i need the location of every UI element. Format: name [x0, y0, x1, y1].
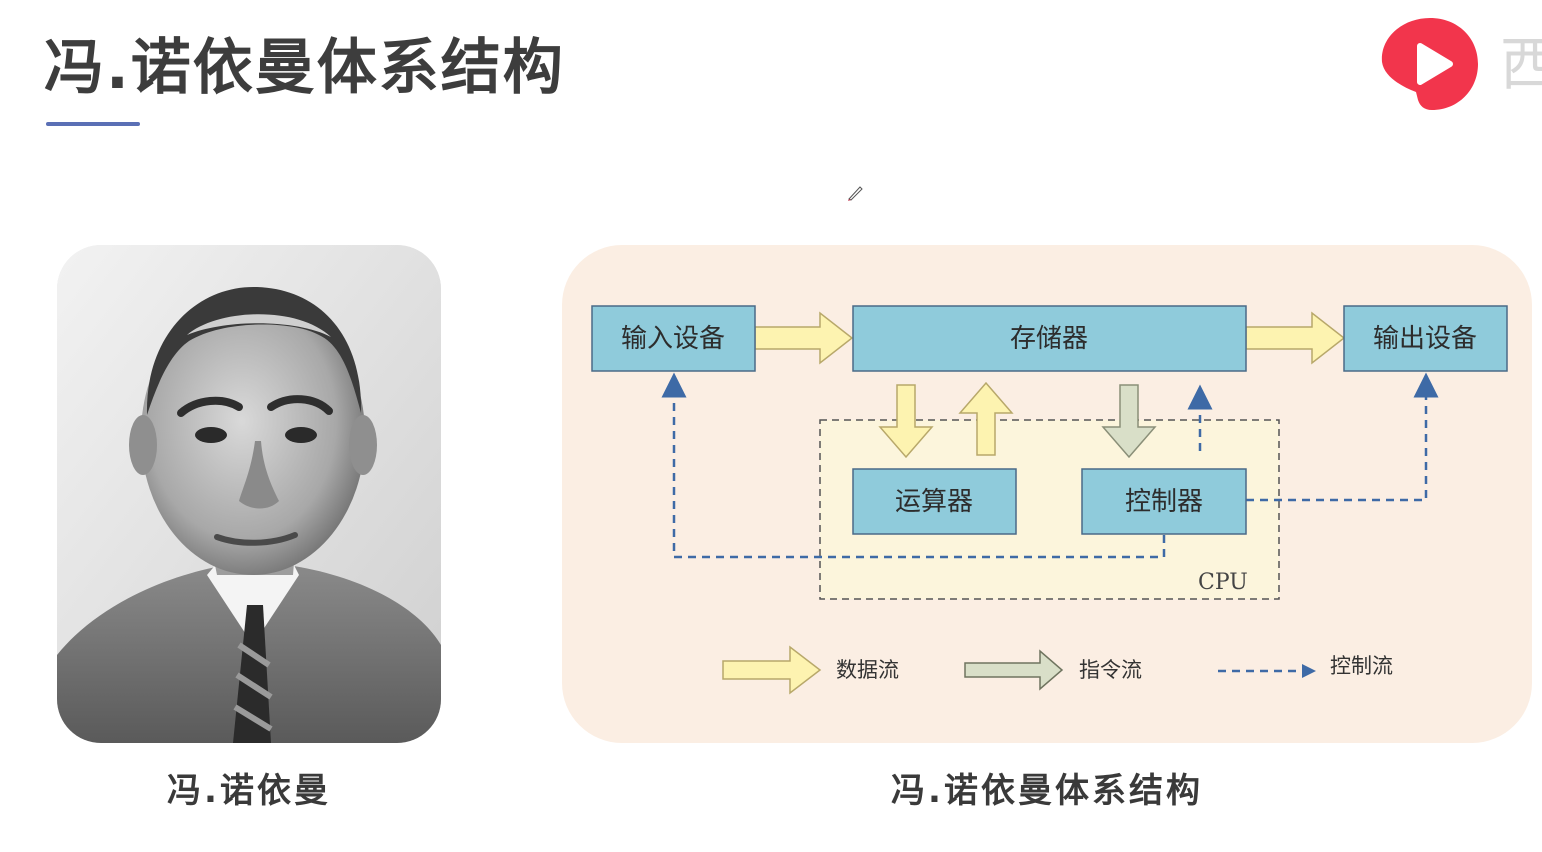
memory-label: 存储器 [1010, 324, 1088, 354]
legend-instruction-flow: 指令流 [964, 649, 1142, 691]
alu-label: 运算器 [895, 487, 973, 517]
legend-control-flow-label: 控制流 [1330, 654, 1393, 678]
portrait-caption: 冯.诺依曼 [167, 771, 331, 811]
legend: 数据流 指令流 控制流 [722, 645, 1393, 695]
page-title: 冯.诺依曼体系结构 [44, 33, 565, 103]
data-flow-arrow-memory-to-output [1245, 311, 1346, 365]
output-device-box: 输出设备 [1343, 305, 1508, 372]
title-underline [46, 122, 140, 126]
brand-logo-icon[interactable] [1380, 14, 1480, 114]
instruction-flow-arrow-memory-to-controller [1101, 384, 1157, 459]
input-device-box: 输入设备 [591, 305, 756, 372]
legend-instruction-flow-label: 指令流 [1079, 658, 1142, 682]
legend-control-flow: 控制流 [1218, 654, 1393, 678]
cpu-label: CPU [1198, 570, 1248, 595]
portrait-photo [57, 245, 441, 743]
diagram-caption: 冯.诺依曼体系结构 [891, 771, 1203, 811]
control-flow-lines [661, 372, 1439, 559]
legend-data-flow-label: 数据流 [836, 658, 899, 682]
pen-cursor-icon [846, 182, 866, 202]
controller-box: 控制器 [1081, 468, 1247, 535]
alu-box: 运算器 [852, 468, 1017, 535]
logo-text-fragment: 西 [1500, 34, 1542, 94]
data-flow-arrow-input-to-memory [754, 311, 854, 365]
memory-box: 存储器 [852, 305, 1247, 372]
output-device-label: 输出设备 [1373, 324, 1477, 354]
data-flow-arrow-memory-to-alu [878, 384, 934, 459]
architecture-diagram-panel: CPU [562, 245, 1532, 743]
data-flow-arrow-alu-to-memory [958, 381, 1014, 456]
controller-label: 控制器 [1125, 487, 1203, 517]
legend-data-flow: 数据流 [722, 645, 899, 695]
input-device-label: 输入设备 [621, 324, 725, 354]
